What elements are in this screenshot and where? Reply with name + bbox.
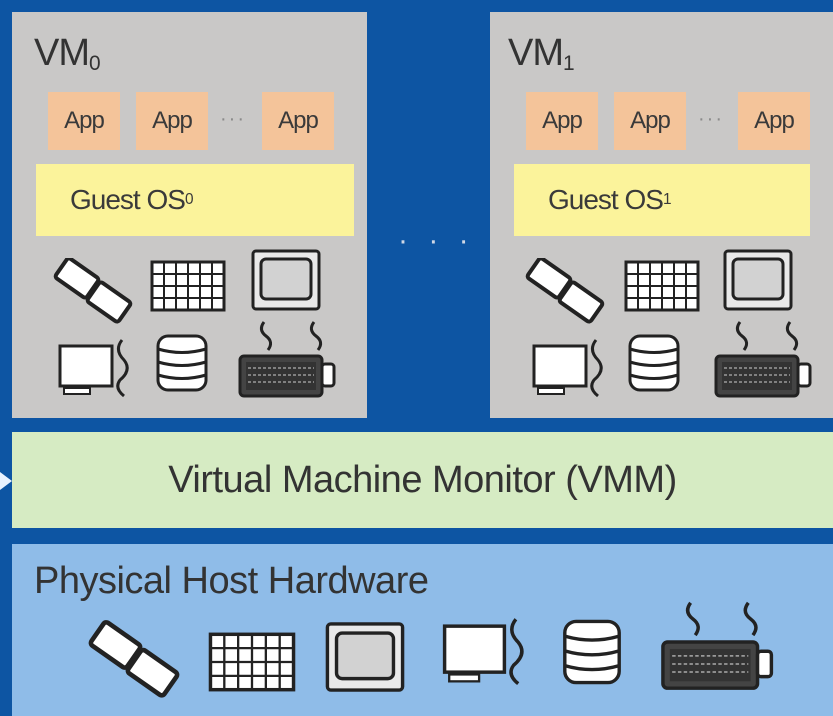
disk-stack-icon (563, 619, 621, 685)
vm-ellipsis: · · · (398, 224, 475, 257)
cpu-chips-icon (53, 258, 133, 324)
host-hardware-layer: Physical Host Hardware (12, 544, 833, 716)
vm-0-app: App (262, 92, 334, 150)
keyboard-icon (238, 321, 336, 398)
vm-1-app: App (738, 92, 810, 150)
host-hardware-title: Physical Host Hardware (34, 560, 429, 602)
network-card-icon (58, 339, 129, 398)
cpu-chips-icon (525, 258, 605, 324)
memory-grid-icon (150, 260, 226, 312)
vm-0-app: App (136, 92, 208, 150)
vm-0-title: VM0 (34, 32, 101, 76)
network-card-icon (532, 339, 603, 398)
network-card-icon (442, 618, 524, 685)
vmm-label: Virtual Machine Monitor (VMM) (168, 458, 677, 501)
disk-stack-icon (628, 334, 680, 392)
memory-grid-icon (624, 260, 700, 312)
keyboard-icon (661, 601, 774, 690)
vmm-arrow-icon (0, 472, 12, 490)
monitor-icon (325, 622, 405, 692)
monitor-icon (723, 249, 793, 311)
memory-grid-icon (208, 632, 296, 692)
vm-1-app: App (614, 92, 686, 150)
cpu-chips-icon (88, 620, 180, 698)
monitor-icon (251, 249, 321, 311)
vm-1-title: VM1 (508, 32, 575, 76)
vm-1-app: App (526, 92, 598, 150)
vmm-layer: Virtual Machine Monitor (VMM) (12, 432, 833, 528)
vm-0-app-ellipsis: ··· (220, 108, 246, 130)
keyboard-icon (714, 321, 812, 398)
vm-1-app-ellipsis: ··· (698, 108, 724, 130)
vm-0-app: App (48, 92, 120, 150)
disk-stack-icon (156, 334, 208, 392)
